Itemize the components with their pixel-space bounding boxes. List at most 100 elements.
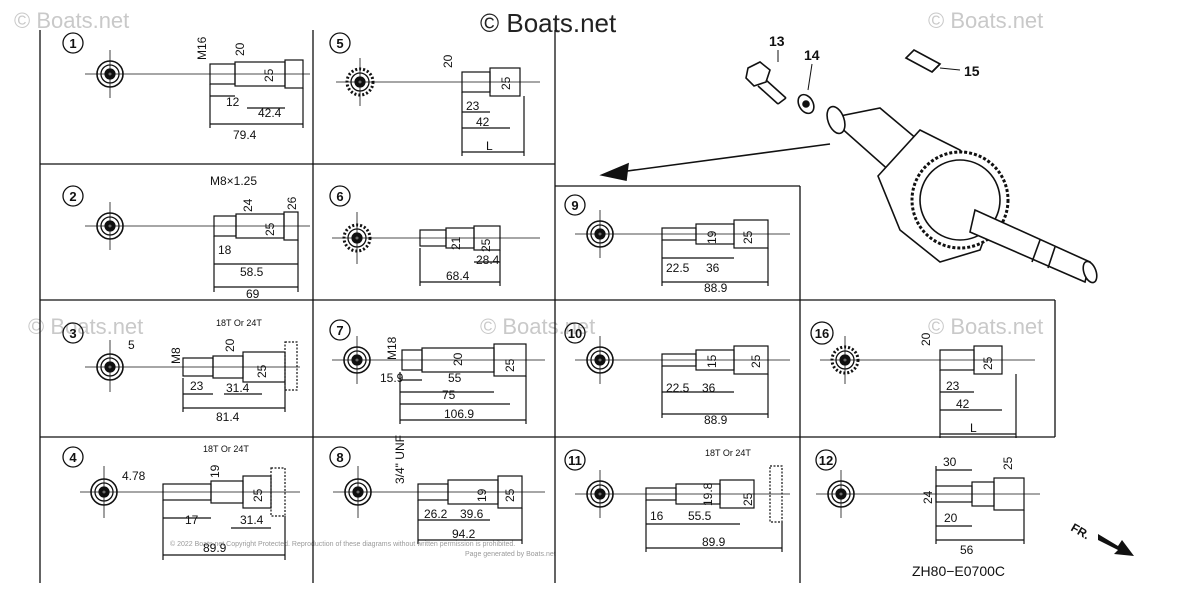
c7-l3: 75 [442, 388, 456, 402]
leader-lines [777, 50, 961, 91]
c16-l2: 42 [956, 397, 970, 411]
c3-d2: 25 [255, 364, 269, 378]
shaft-variant-4 [80, 466, 300, 560]
c7-l4: 106.9 [444, 407, 474, 421]
c6-d1: 21 [449, 236, 463, 250]
c12-l3: 56 [960, 543, 974, 557]
c3-thread: M8 [169, 347, 183, 364]
callout-4: 4 [69, 450, 77, 465]
c5-l2: 42 [476, 115, 490, 129]
shaft-variant-8 [333, 466, 545, 544]
watermark-top-left: © Boats.net [14, 8, 130, 33]
crankshaft-illustration [599, 49, 1098, 284]
callout-3: 3 [69, 326, 76, 341]
c4-gear: 18T Or 24T [203, 444, 249, 454]
c7-l2: 55 [448, 371, 462, 385]
c12-d2: 25 [1001, 456, 1015, 470]
c2-d1: 24 [241, 198, 255, 212]
diagram-code: ZH80−E0700C [912, 563, 1005, 579]
grid-lines [39, 30, 1056, 583]
c7-d1: 20 [451, 352, 465, 366]
c2-l1: 18 [218, 243, 232, 257]
c5-d2: 25 [499, 76, 513, 90]
c11-d2: 25 [741, 492, 755, 506]
c2-d2: 25 [263, 222, 277, 236]
c8-d1: 19 [475, 488, 489, 502]
c4-d2: 25 [251, 488, 265, 502]
callout-14: 14 [804, 47, 820, 63]
c6-l1: 28.4 [476, 253, 500, 267]
c16-l3: L [970, 421, 977, 435]
watermark-mid-center: © Boats.net [480, 314, 596, 339]
c5-l3: L [486, 139, 493, 153]
c7-thread: M18 [385, 336, 399, 360]
c9-d1: 19 [705, 230, 719, 244]
c4-l2: 31.4 [240, 513, 264, 527]
c8-l3: 94.2 [452, 527, 476, 541]
shaft-variant-1 [85, 50, 310, 128]
c5-d1: 20 [441, 54, 455, 68]
front-arrow-icon: FR. [1069, 520, 1134, 556]
c2-thread: M8×1.25 [210, 174, 257, 188]
c8-l1: 26.2 [424, 507, 448, 521]
c2-d3: 26 [285, 196, 299, 210]
c8-thread: 3/4" UNF [393, 435, 407, 484]
c11-l1: 16 [650, 509, 664, 523]
c9-d2: 25 [741, 230, 755, 244]
washer-14 [797, 93, 815, 115]
shaft-variant-5 [336, 58, 540, 156]
callout-5: 5 [336, 36, 343, 51]
callout-1: 1 [69, 36, 76, 51]
c3-l2: 31.4 [226, 381, 250, 395]
callout-2: 2 [69, 189, 76, 204]
c1-d2: 25 [262, 68, 276, 82]
c4-d1: 19 [208, 464, 222, 478]
shaft-variant-9 [575, 210, 790, 286]
watermark-mid-left: © Boats.net [28, 314, 144, 339]
c12-l2: 20 [944, 511, 958, 525]
c2-l3: 69 [246, 287, 260, 301]
c10-d2: 25 [749, 354, 763, 368]
watermark-mid-right: © Boats.net [928, 314, 1044, 339]
callout-15: 15 [964, 63, 980, 79]
c16-l1: 23 [946, 379, 960, 393]
shaft-variant-6 [332, 212, 540, 286]
callout-11: 11 [568, 453, 582, 468]
callout-circles [62, 32, 837, 471]
copyright-line-2: Page generated by Boats.net [465, 551, 556, 558]
shaft-variant-10 [575, 336, 790, 418]
callout-16: 16 [815, 326, 829, 341]
c5-l1: 23 [466, 99, 480, 113]
callout-13: 13 [769, 33, 785, 49]
c12-l1: 30 [943, 455, 957, 469]
c7-l1: 15.9 [380, 371, 404, 385]
shaft-variant-2 [85, 202, 310, 292]
shaft-variant-11 [575, 465, 790, 552]
shaft-variant-7 [332, 336, 545, 424]
bolt-13 [745, 61, 787, 105]
callout-12: 12 [819, 453, 833, 468]
c1-l1: 12 [226, 95, 240, 109]
callout-8: 8 [336, 450, 343, 465]
c9-l2: 36 [706, 261, 720, 275]
c10-d1: 15 [705, 354, 719, 368]
key-15 [904, 49, 942, 73]
c1-l2: 42.4 [258, 106, 282, 120]
shaft-variant-3 [85, 340, 300, 412]
c1-l3: 79.4 [233, 128, 257, 142]
c3-l3: 81.4 [216, 410, 240, 424]
c10-l2: 36 [702, 381, 716, 395]
c1-d1: 20 [233, 42, 247, 56]
shaft-variant-12 [816, 466, 1040, 544]
callout-9: 9 [571, 198, 578, 213]
callout-7: 7 [336, 323, 343, 338]
c11-gear: 18T Or 24T [705, 448, 751, 458]
c10-l3: 88.9 [704, 413, 728, 427]
c16-d1: 20 [919, 332, 933, 346]
copyright-line-1: © 2022 Boats.net Copyright Protected. Re… [170, 541, 516, 548]
c3-key: 5 [128, 338, 135, 352]
boats-net-watermark-main: © Boats.net [480, 8, 617, 38]
c11-d1: 19.8 [701, 482, 715, 506]
callout-10: 10 [568, 326, 582, 341]
c4-key: 4.78 [122, 469, 146, 483]
